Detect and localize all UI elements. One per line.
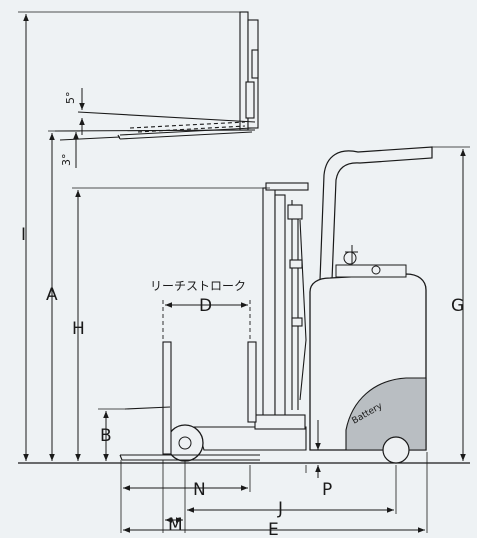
dim-label-n: N (193, 480, 206, 500)
raised-forks-tilted (54, 111, 256, 141)
dim-label-e: E (268, 520, 279, 538)
dim-label-b: B (100, 426, 112, 446)
overhead-guard (319, 146, 433, 281)
dim-label-m: M (168, 515, 183, 535)
tilt-back-label: 3° (60, 154, 73, 167)
battery (345, 377, 427, 451)
tilt-forward-label: 5° (64, 92, 77, 105)
dim-label-h: H (72, 319, 85, 339)
mast (262, 182, 309, 421)
front-wheel-hub (178, 436, 192, 450)
dim-label-a: A (46, 285, 58, 305)
dim-label-p: P (322, 480, 332, 500)
reach-stroke-guides (162, 300, 251, 342)
dim-label-d: D (199, 296, 212, 316)
reach-stroke-label: リーチストローク (150, 279, 246, 293)
operator-controls (335, 245, 407, 278)
lowered-forks (119, 341, 260, 461)
dim-label-j: J (277, 499, 283, 519)
raised-mast (239, 11, 259, 131)
dim-label-g: G (451, 296, 464, 316)
dim-label-i: I (21, 225, 26, 245)
extension-lines (18, 11, 470, 533)
tilt-angle-markers (73, 88, 85, 168)
dimension-lines (23, 14, 466, 533)
drive-wheel (382, 436, 410, 464)
